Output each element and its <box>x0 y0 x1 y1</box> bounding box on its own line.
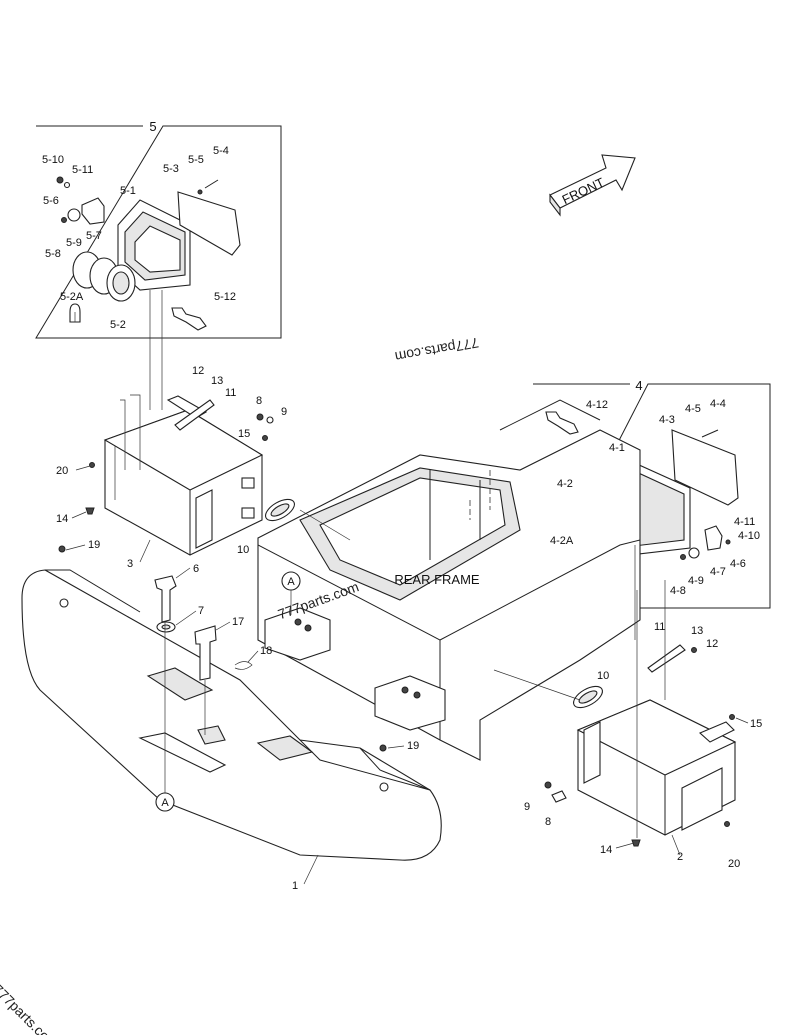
part-labels: 5-10 5-11 5-3 5-5 5-4 5-1 5-6 5-7 5-9 5-… <box>42 145 762 892</box>
label-6: 6 <box>193 563 199 575</box>
label-17: 17 <box>232 616 244 628</box>
label-4-6: 4-6 <box>730 558 746 570</box>
label-4-12: 4-12 <box>586 399 608 411</box>
label-19-left: 19 <box>88 539 100 551</box>
label-5-11: 5-11 <box>72 164 93 176</box>
group-4-label: 4 <box>635 378 642 393</box>
callout-a-top: A <box>281 571 301 615</box>
toolbox-right <box>544 580 737 847</box>
callout-a-bottom-label: A <box>161 797 169 809</box>
lamp-assembly-5 <box>56 176 241 331</box>
label-11-right: 11 <box>654 621 665 633</box>
toolbox-left <box>85 394 295 556</box>
label-15-left: 15 <box>238 428 250 440</box>
label-5-7: 5-7 <box>86 230 102 242</box>
label-4-5: 4-5 <box>685 403 701 415</box>
label-4-8: 4-8 <box>670 585 686 597</box>
label-9-left: 9 <box>281 406 287 418</box>
watermark-3: 777parts.com <box>0 981 61 1035</box>
label-2: 2 <box>677 851 683 863</box>
watermark-1: 777parts.com <box>394 335 480 365</box>
label-4-4: 4-4 <box>710 398 726 410</box>
label-9-right: 9 <box>524 801 530 813</box>
rear-frame-label: REAR FRAME <box>394 572 480 587</box>
group-5-label: 5 <box>149 119 156 134</box>
label-5-9: 5-9 <box>66 237 82 249</box>
label-10-right: 10 <box>597 670 609 682</box>
label-3: 3 <box>127 558 133 570</box>
label-4-11: 4-11 <box>734 516 755 528</box>
label-5-10: 5-10 <box>42 154 64 166</box>
label-leaders <box>65 465 749 885</box>
callout-a-top-label: A <box>287 576 295 588</box>
label-4-2: 4-2 <box>557 478 573 490</box>
label-1: 1 <box>292 880 298 892</box>
front-arrow: FRONT <box>549 154 636 217</box>
label-5-8: 5-8 <box>45 248 61 260</box>
label-7: 7 <box>198 605 204 617</box>
label-8-left: 8 <box>256 395 262 407</box>
label-5-1: 5-1 <box>120 185 136 197</box>
label-5-12: 5-12 <box>214 291 236 303</box>
label-18: 18 <box>260 645 272 657</box>
label-5-5: 5-5 <box>188 154 204 166</box>
label-20-right: 20 <box>728 858 740 870</box>
label-14-left: 14 <box>56 513 68 525</box>
leader-lines <box>149 290 636 795</box>
label-4-10: 4-10 <box>738 530 760 542</box>
label-5-6: 5-6 <box>43 195 59 207</box>
label-5-2A: 5-2A <box>60 291 84 303</box>
label-4-1: 4-1 <box>609 442 625 454</box>
label-5-3: 5-3 <box>163 163 179 175</box>
label-10-left: 10 <box>237 544 249 556</box>
label-13-right: 13 <box>691 625 703 637</box>
label-11-left: 11 <box>225 387 236 399</box>
label-5-2: 5-2 <box>110 319 126 331</box>
label-4-7: 4-7 <box>710 566 726 578</box>
label-15-right: 15 <box>750 718 762 730</box>
label-19-right: 19 <box>407 740 419 752</box>
label-4-9: 4-9 <box>688 575 704 587</box>
label-12-right: 12 <box>706 638 718 650</box>
label-14-right: 14 <box>600 844 612 856</box>
counterweight <box>21 545 442 861</box>
callout-a-bottom: A <box>155 792 175 812</box>
label-12-left: 12 <box>192 365 204 377</box>
label-4-3: 4-3 <box>659 414 675 426</box>
label-8-right: 8 <box>545 816 551 828</box>
rear-frame: REAR FRAME <box>257 399 641 761</box>
label-4-2A: 4-2A <box>550 535 574 547</box>
label-20-left: 20 <box>56 465 68 477</box>
label-13-left: 13 <box>211 375 223 387</box>
label-5-4: 5-4 <box>213 145 229 157</box>
